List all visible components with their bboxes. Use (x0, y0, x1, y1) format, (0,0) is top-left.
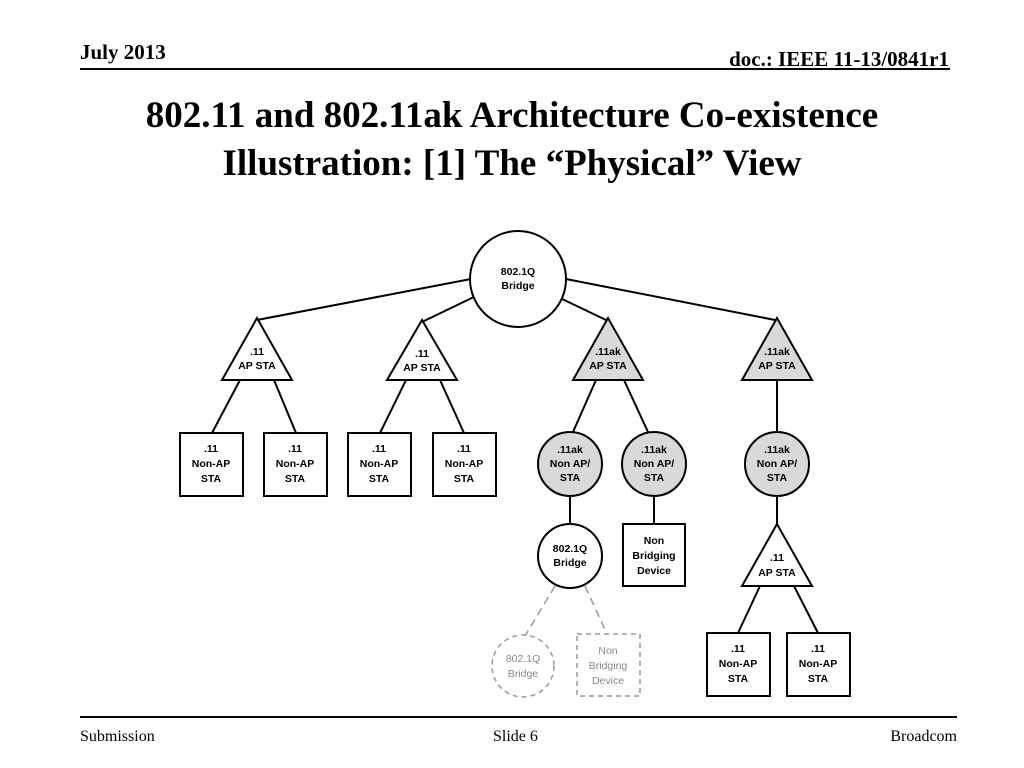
bridge-2-label-2: Bridge (553, 557, 586, 569)
non-ap-sta-3-label-3: STA (369, 473, 390, 485)
edge-ap1-n1 (211, 379, 241, 434)
ak-ap-sta-2-label-1: .11ak (764, 346, 790, 358)
non-ap-sta-node-5: .11 Non-AP STA (706, 632, 771, 697)
non-ap-sta-1-label-2: Non-AP (192, 458, 231, 470)
non-ap-sta-6-label-3: STA (808, 673, 829, 685)
bridge-3-label-1: 802.1Q (506, 653, 540, 665)
root-bridge-label-1: 802.1Q (501, 266, 535, 278)
ap-sta-2-label-1: .11 (415, 348, 429, 360)
non-ap-sta-4-label-1: .11 (457, 443, 471, 455)
ak-ap-sta-2-label-2: AP STA (758, 360, 796, 372)
non-ap-sta-node-6: .11 Non-AP STA (786, 632, 851, 697)
edge-ak1-akn1 (572, 379, 597, 433)
edge-root-ap1 (256, 278, 472, 321)
ak-non-ap-sta-2-label-2: Non AP/ (634, 458, 675, 470)
non-ap-sta-3-label-2: Non-AP (360, 458, 399, 470)
ak-non-ap-sta-3-label-1: .11ak (764, 444, 790, 456)
non-ap-sta-5-label-2: Non-AP (719, 658, 758, 670)
non-ap-sta-node-3: .11 Non-AP STA (347, 432, 412, 497)
non-ap-sta-1-label-3: STA (201, 473, 222, 485)
non-ap-sta-5-label-3: STA (728, 673, 749, 685)
footer-company: Broadcom (890, 728, 957, 745)
header-date: July 2013 (80, 40, 166, 64)
ak-ap-sta-node-2: .11ak AP STA (740, 315, 814, 381)
footer-submission: Submission (80, 728, 155, 745)
non-bridging-device-node-2-dashed: Non Bridging Device (576, 633, 641, 697)
edge-br2-nbd2 (584, 585, 608, 635)
ak-non-ap-sta-2-label-3: STA (644, 472, 665, 484)
edge-ak1-akn2 (623, 379, 649, 433)
edge-root-ak1 (557, 296, 607, 321)
edge-ap2-n3 (379, 379, 407, 434)
edge-ap2-n4 (439, 379, 465, 434)
non-ap-sta-3-label-1: .11 (372, 443, 386, 455)
ap-sta-1-label-1: .11 (250, 346, 264, 358)
non-ap-sta-2-label-2: Non-AP (276, 458, 315, 470)
slide-title-line-1: 802.11 and 802.11ak Architecture Co-exis… (145, 95, 879, 136)
edge-ap1-n2 (273, 379, 297, 434)
ak-non-ap-sta-node-2: .11ak Non AP/ STA (621, 431, 687, 497)
bridge-3-label-2: Bridge (508, 668, 539, 680)
ak-ap-sta-1-label-1: .11ak (595, 346, 621, 358)
edge-root-ak2 (565, 278, 776, 321)
slide-title-line-2: Illustration: [1] The “Physical” View (222, 143, 802, 184)
bridge-node-3-dashed: 802.1Q Bridge (491, 634, 555, 698)
non-ap-sta-1-label-1: .11 (204, 443, 218, 455)
header-rule (80, 68, 950, 70)
edge-br2-br3 (524, 585, 556, 637)
non-ap-sta-2-label-1: .11 (288, 443, 302, 455)
non-ap-sta-4-label-3: STA (454, 473, 475, 485)
ap-sta-3-label-1: .11 (770, 552, 784, 564)
slide-title: 802.11 and 802.11ak Architecture Co-exis… (40, 92, 984, 188)
root-bridge-node: 802.1Q Bridge (469, 230, 567, 328)
footer-slide-number: Slide 6 (493, 728, 538, 745)
edge-ap3-n6 (793, 585, 819, 634)
connectors (211, 278, 819, 637)
non-ap-sta-4-label-2: Non-AP (445, 458, 484, 470)
ak-ap-sta-1-label-2: AP STA (589, 360, 627, 372)
ap-sta-1-label-2: AP STA (238, 360, 276, 372)
non-ap-sta-2-label-3: STA (285, 473, 306, 485)
ak-non-ap-sta-2-label-1: .11ak (641, 444, 667, 456)
edge-root-ap2 (421, 294, 479, 323)
non-bridging-device-2-label-3: Device (592, 675, 624, 687)
non-bridging-device-1-label-2: Bridging (632, 550, 675, 562)
non-ap-sta-node-4: .11 Non-AP STA (432, 432, 497, 497)
ak-ap-sta-node-1: .11ak AP STA (571, 315, 645, 381)
non-ap-sta-5-label-1: .11 (731, 643, 745, 655)
non-bridging-device-1-label-3: Device (637, 565, 671, 577)
ak-non-ap-sta-node-1: .11ak Non AP/ STA (537, 431, 603, 497)
header-doc-id: doc.: IEEE 11-13/0841r1 (729, 47, 949, 71)
ak-non-ap-sta-1-label-3: STA (560, 472, 581, 484)
ap-sta-3-label-2: AP STA (758, 567, 796, 579)
ap-sta-node-3: .11 AP STA (740, 521, 814, 587)
edge-ap3-n5 (737, 585, 761, 634)
ak-non-ap-sta-1-label-2: Non AP/ (550, 458, 591, 470)
non-bridging-device-2-label-2: Bridging (589, 660, 628, 672)
non-bridging-device-2-label-1: Non (598, 645, 617, 657)
root-bridge-label-2: Bridge (501, 280, 534, 292)
bridge-2-label-1: 802.1Q (553, 543, 587, 555)
non-ap-sta-node-2: .11 Non-AP STA (263, 432, 328, 497)
non-ap-sta-6-label-2: Non-AP (799, 658, 838, 670)
non-bridging-device-node-1: Non Bridging Device (622, 523, 686, 587)
non-ap-sta-6-label-1: .11 (811, 643, 825, 655)
ap-sta-2-label-2: AP STA (403, 362, 441, 374)
ak-non-ap-sta-3-label-2: Non AP/ (757, 458, 798, 470)
ap-sta-node-2: .11 AP STA (385, 318, 459, 381)
ak-non-ap-sta-1-label-1: .11ak (557, 444, 583, 456)
bridge-node-2: 802.1Q Bridge (537, 523, 603, 589)
ak-non-ap-sta-node-3: .11ak Non AP/ STA (744, 431, 810, 497)
ap-sta-node-1: .11 AP STA (220, 315, 294, 381)
footer-rule (80, 716, 957, 718)
non-bridging-device-1-label-1: Non (644, 535, 664, 547)
ak-non-ap-sta-3-label-3: STA (767, 472, 788, 484)
non-ap-sta-node-1: .11 Non-AP STA (179, 432, 244, 497)
